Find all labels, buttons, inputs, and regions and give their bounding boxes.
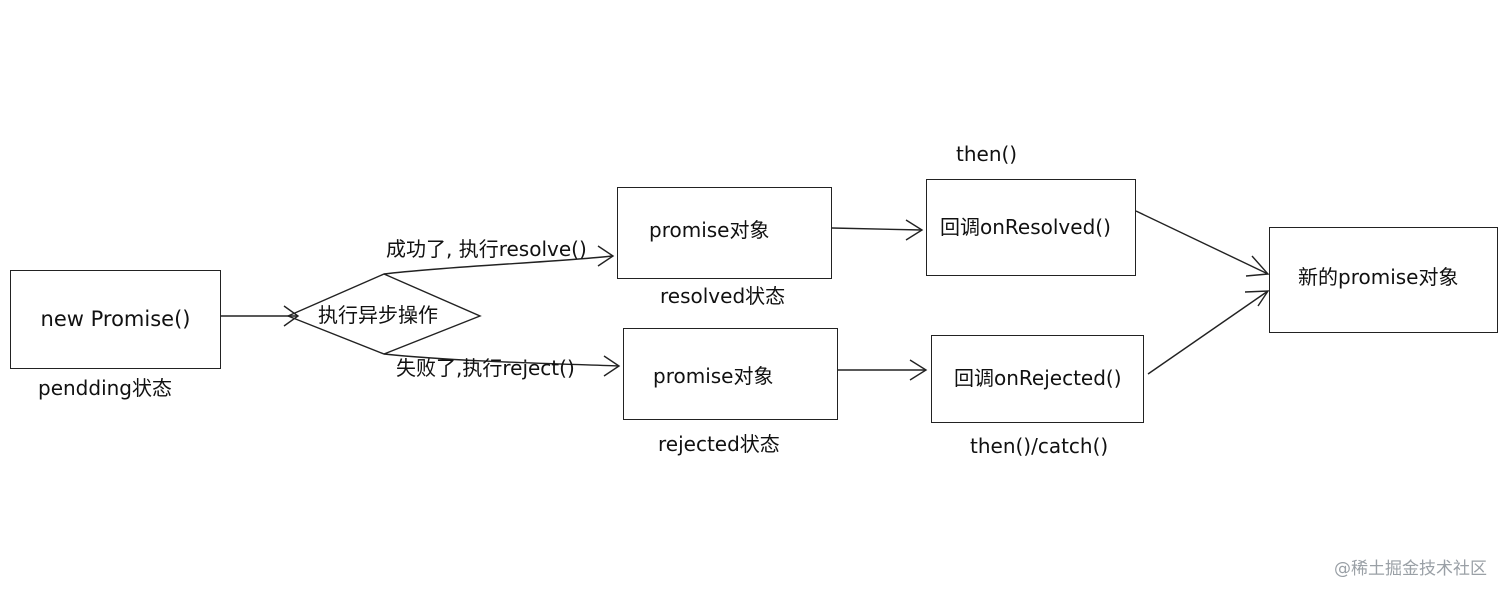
new-promise-label: new Promise() (40, 307, 191, 331)
edge-resolved-to-onresolved (831, 227, 923, 231)
edge-onresolved-to-newpromise (1135, 210, 1269, 275)
arrowhead (905, 219, 924, 241)
on-rejected-label: 回调onRejected() (954, 366, 1122, 390)
arrowhead (1245, 255, 1270, 277)
on-rejected-box: 回调onRejected() (931, 335, 1144, 423)
success-edge-label: 成功了, 执行resolve() (386, 237, 587, 261)
decision-diamond (286, 273, 482, 355)
resolved-state-label: resolved状态 (660, 284, 786, 308)
new-promise-object-label: 新的promise对象 (1298, 265, 1459, 289)
arrowhead (283, 305, 300, 327)
pending-state-label: pendding状态 (38, 376, 172, 400)
decision-label: 执行异步操作 (318, 303, 438, 327)
rejected-promise-box: promise对象 (623, 328, 838, 420)
on-resolved-box: 回调onResolved() (926, 179, 1136, 276)
then-label: then() (956, 142, 1018, 166)
new-promise-box: new Promise() (10, 270, 221, 369)
resolved-promise-box: promise对象 (617, 187, 832, 279)
arrowhead (1244, 290, 1270, 307)
new-promise-object-box: 新的promise对象 (1269, 227, 1498, 333)
edge-decision-to-rejected (383, 353, 619, 367)
edge-onrejected-to-newpromise (1147, 290, 1269, 375)
resolved-promise-label: promise对象 (649, 218, 770, 242)
arrowhead (597, 245, 615, 267)
rejected-state-label: rejected状态 (658, 432, 780, 456)
rejected-promise-label: promise对象 (653, 364, 774, 388)
arrowhead (603, 355, 621, 377)
then-catch-label: then()/catch() (970, 434, 1109, 458)
fail-edge-label: 失败了,执行reject() (396, 356, 575, 380)
on-resolved-label: 回调onResolved() (940, 215, 1111, 239)
edge-decision-to-resolved (383, 255, 613, 275)
watermark: @稀土掘金技术社区 (1334, 559, 1487, 579)
arrowhead (909, 359, 928, 381)
